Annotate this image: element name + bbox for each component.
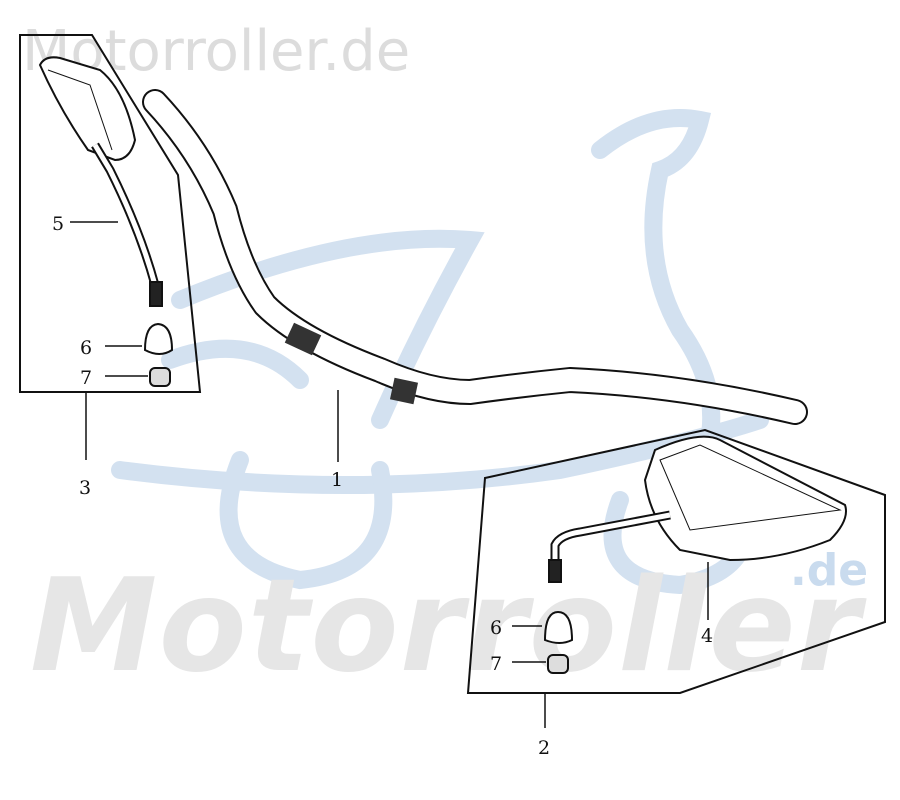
grip-knurl-left <box>284 322 322 356</box>
callout-4: 4 <box>701 625 713 647</box>
handlebar <box>142 89 808 425</box>
callout-7-right: 7 <box>490 653 502 675</box>
callout-3: 3 <box>79 477 91 499</box>
leader-lines <box>70 221 709 728</box>
callout-6-left: 6 <box>80 337 92 359</box>
left-mirror <box>38 56 174 387</box>
callout-5: 5 <box>52 213 64 235</box>
callout-1: 1 <box>331 469 343 491</box>
watermark-suffix: .de <box>790 545 868 596</box>
right-mirror-set-box <box>466 428 886 694</box>
left-mirror-set-box <box>19 34 202 393</box>
grip-knurl-right <box>389 377 419 405</box>
callout-6-right: 6 <box>490 617 502 639</box>
callout-7-left: 7 <box>80 367 92 389</box>
right-mirror <box>543 435 847 674</box>
callout-2: 2 <box>538 737 550 759</box>
watermark-big: Motorroller <box>30 552 867 701</box>
